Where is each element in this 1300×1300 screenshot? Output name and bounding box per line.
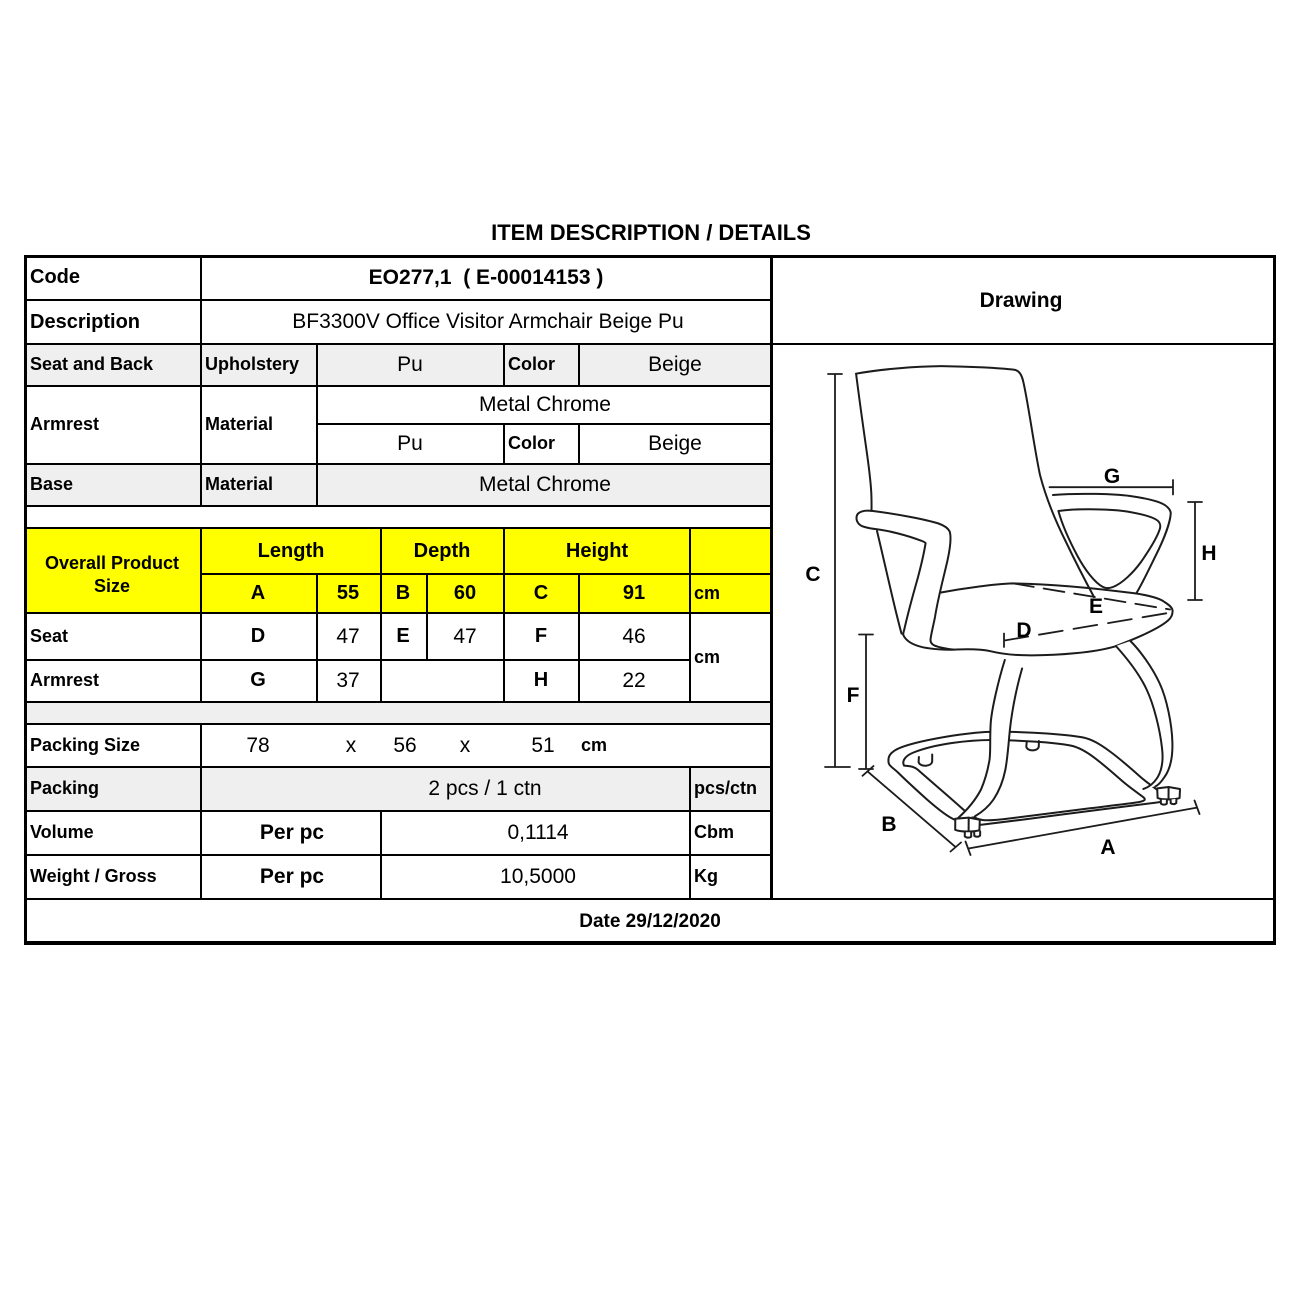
svg-text:G: G: [1104, 465, 1120, 488]
svg-text:H: H: [1201, 542, 1216, 565]
svg-text:E: E: [1089, 595, 1103, 618]
svg-text:F: F: [847, 684, 860, 707]
svg-text:B: B: [881, 813, 896, 836]
svg-text:D: D: [1016, 619, 1031, 642]
svg-text:C: C: [805, 563, 820, 586]
svg-text:A: A: [1100, 836, 1115, 859]
